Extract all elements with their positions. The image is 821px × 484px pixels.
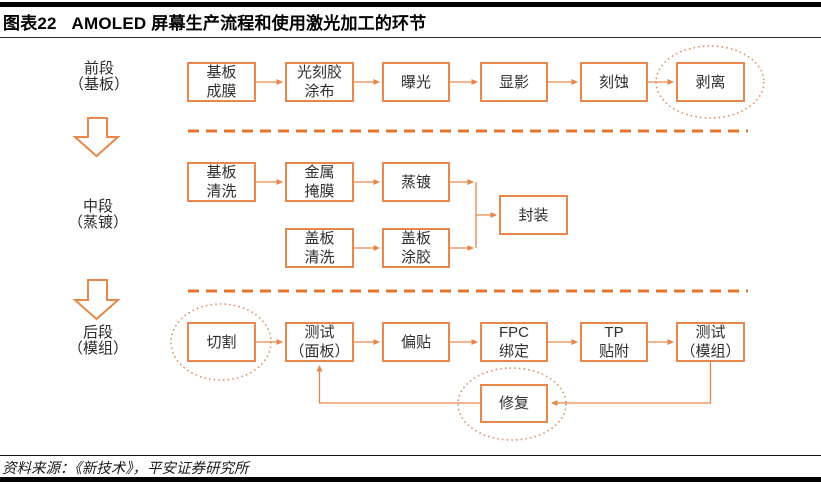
laser-halo-liftoff — [655, 45, 765, 119]
bottom-rule — [0, 477, 821, 482]
step-test-module-box: 测试 （模组） — [676, 322, 745, 362]
step-polarizer-attach-box: 偏贴 — [382, 322, 450, 362]
top-rule — [0, 2, 821, 7]
footer-rule — [0, 455, 821, 456]
conn-testmodule-to-repair — [551, 362, 712, 406]
step-repair-box: 修复 — [480, 384, 548, 423]
stage-arrow-middle-to-back — [72, 279, 121, 321]
step-exposure-box: 曝光 — [382, 62, 450, 102]
figure-title: 图表22 AMOLED 屏幕生产流程和使用激光加工的环节 — [3, 14, 427, 33]
step-liftoff-box: 剥离 — [676, 62, 745, 102]
source-note: 资料来源：《新技术》，平安证券研究所 — [2, 461, 249, 477]
step-development-box: 显影 — [480, 62, 548, 102]
step-encapsulation-box: 封装 — [499, 195, 568, 235]
step-metal-mask-box: 金属 掩膜 — [285, 162, 354, 202]
step-test-panel-box: 测试 （面板） — [285, 322, 354, 362]
step-evaporation-box: 蒸镀 — [382, 162, 450, 202]
title-rule — [0, 37, 821, 38]
step-substrate-clean-box: 基板 清洗 — [187, 162, 256, 202]
stage-arrow-front-to-middle — [72, 117, 121, 158]
stage-label-middle: 中段 （蒸镀） — [67, 198, 128, 231]
stage-label-front: 前段 （基板） — [68, 60, 129, 93]
stage-label-back: 后段 （模组） — [67, 324, 128, 357]
step-cover-clean-box: 盖板 清洗 — [285, 228, 354, 268]
step-substrate-film-box: 基板 成膜 — [187, 62, 256, 102]
step-tp-attach-box: TP 贴附 — [580, 322, 648, 362]
step-cover-glue-box: 盖板 涂胶 — [382, 228, 450, 268]
laser-halo-repair — [457, 367, 567, 441]
step-fpc-bonding-box: FPC 绑定 — [480, 322, 548, 362]
conn-repair-to-testpanel — [316, 365, 480, 404]
step-cutting-box: 切割 — [187, 322, 256, 362]
step-etching-box: 刻蚀 — [580, 62, 648, 102]
step-photoresist-coating-box: 光刻胶 涂布 — [285, 62, 354, 102]
